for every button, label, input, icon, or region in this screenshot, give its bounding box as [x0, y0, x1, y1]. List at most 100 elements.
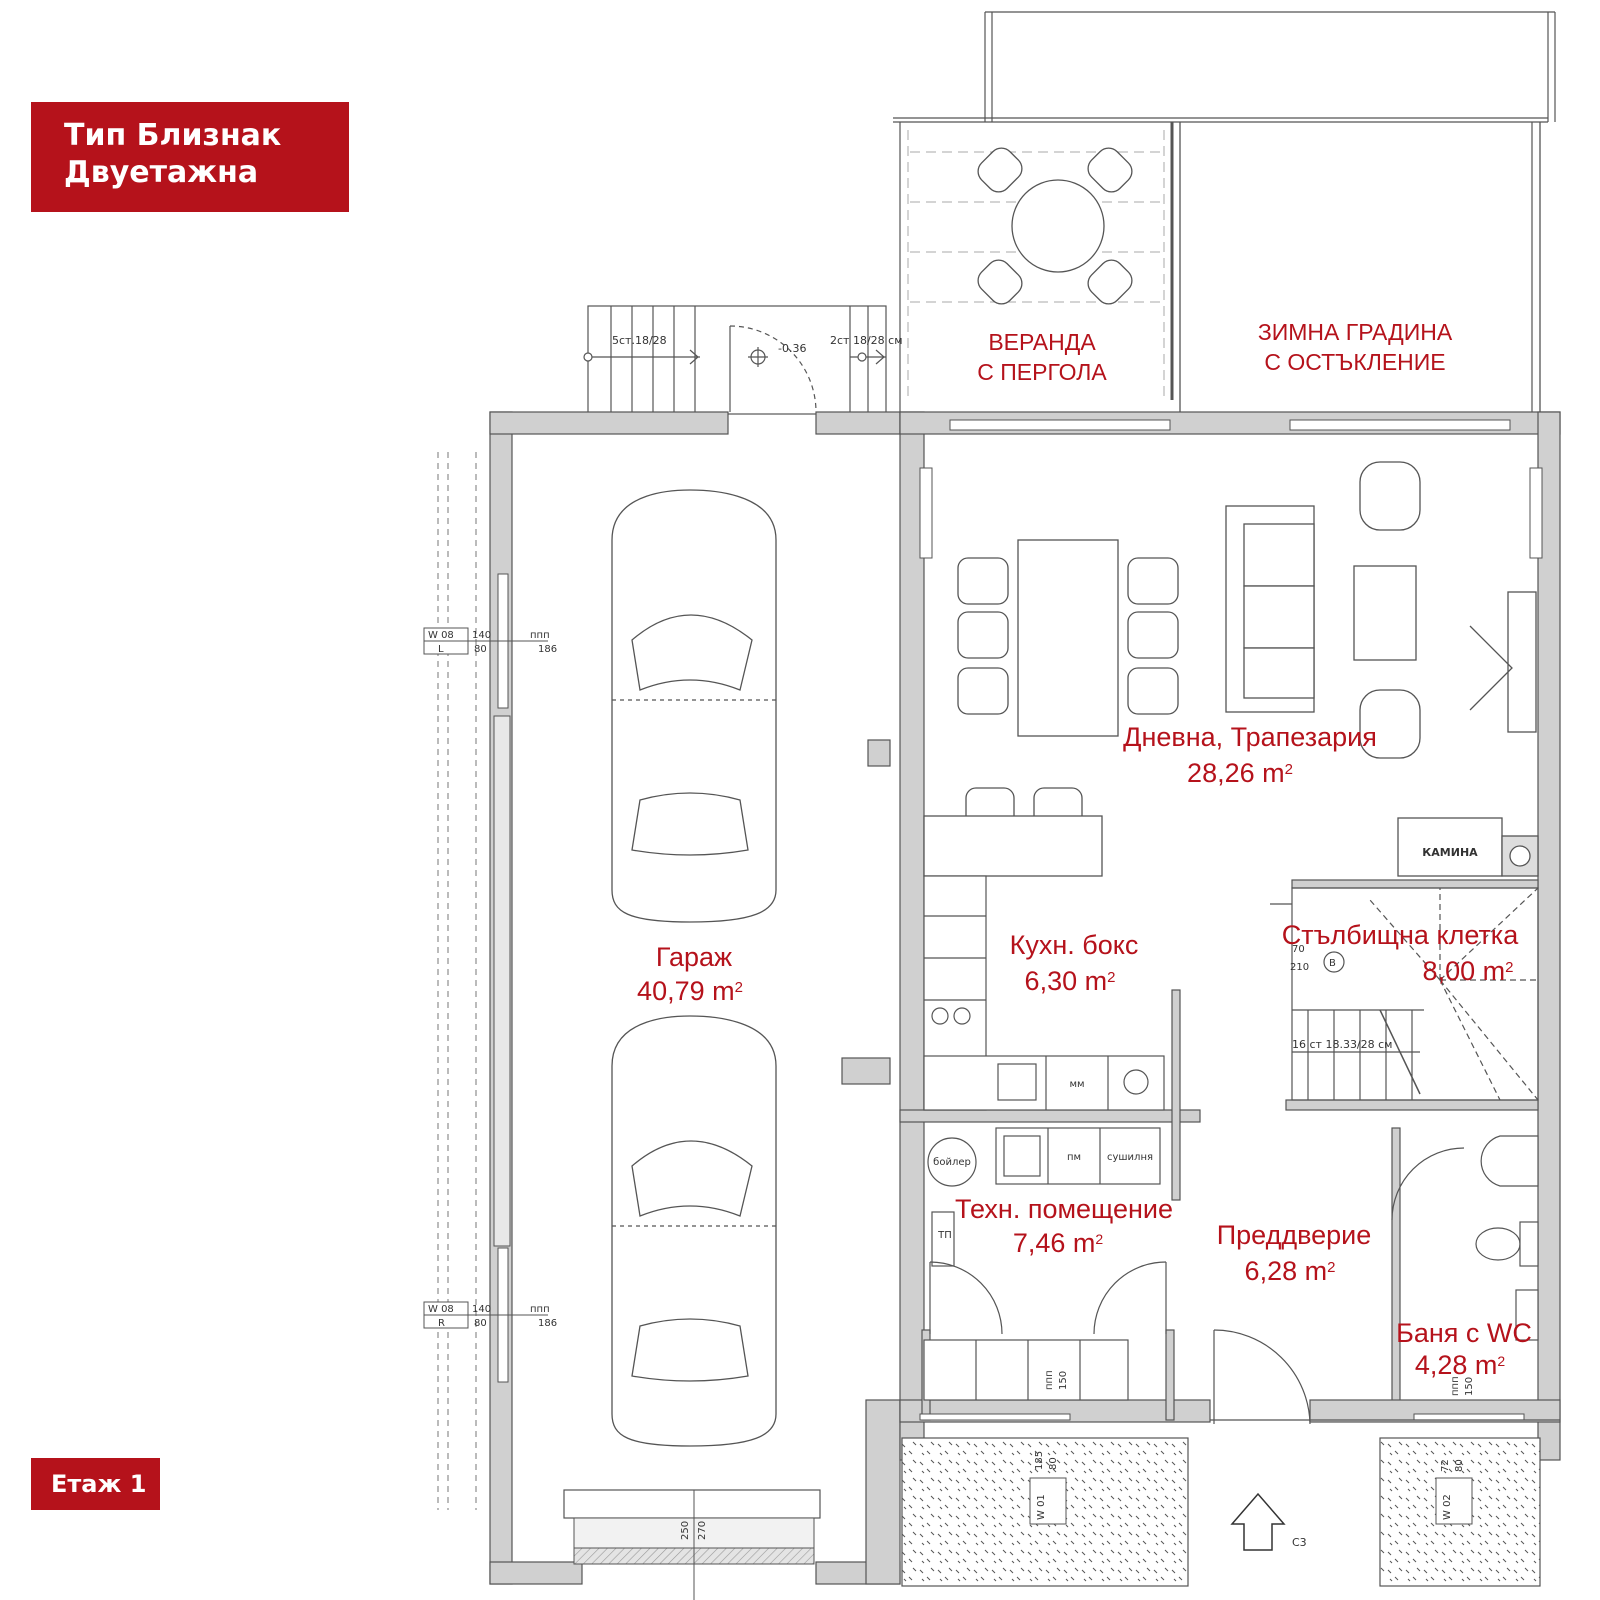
entrance-arrow-icon [1230, 1492, 1286, 1551]
window-upper-dim-80: 80 [474, 644, 487, 655]
dining-table [1017, 539, 1119, 737]
floor-badge: Етаж 1 [31, 1458, 160, 1510]
veranda-chair [1087, 147, 1133, 193]
entrance-mark: С3 [1292, 1536, 1307, 1549]
technical-room-area: 7,46 m2 [1013, 1228, 1104, 1258]
stair-dim-210: 210 [1290, 962, 1309, 973]
technical-units [927, 1127, 1161, 1267]
stair-dim-70: 70 [1292, 944, 1305, 955]
window-lower-side: R [438, 1318, 445, 1329]
entry-window-ppp: ппп [1044, 1370, 1055, 1390]
garage-door-dim-270: 270 [697, 1521, 708, 1540]
house-left-wall [899, 411, 925, 1461]
window-lower-dim-186: 186 [538, 1318, 557, 1329]
staircase-name: Стълбищна клетка [1282, 920, 1519, 950]
garage-door-dim-250: 250 [680, 1521, 691, 1540]
doors [929, 1147, 1465, 1425]
winter-garden-label-line1: ЗИМНА ГРАДИНА [1258, 319, 1453, 345]
kitchen-units [923, 875, 1165, 1111]
garage-name: Гараж [656, 942, 732, 972]
staircase-area: 8,00 m2 [1423, 956, 1514, 986]
window-upper-ppp: ппп [530, 630, 550, 641]
outer-stairs [583, 305, 887, 415]
staircase [1270, 887, 1539, 1101]
bath-window-code: W 02 [1442, 1494, 1453, 1520]
hall-name: Преддверие [1217, 1220, 1372, 1250]
winter-garden [1179, 122, 1541, 412]
plan-title-line1: Тип Близнак [64, 118, 282, 153]
dining-chair [1127, 611, 1179, 659]
veranda-chair [977, 147, 1023, 193]
entry-window-dim-150: 150 [1058, 1371, 1069, 1390]
window-lower-dim-80: 80 [474, 1318, 487, 1329]
outer-steps-right-label: 2ст 18/28 см [830, 334, 903, 347]
fireplace [1397, 817, 1539, 877]
kitchen-name: Кухн. бокс [1010, 930, 1139, 960]
house-right-wall [1537, 411, 1561, 1461]
veranda-area [899, 122, 1533, 420]
living-room-name: Дневна, Трапезария [1123, 722, 1377, 752]
bath-window-dim-72: 72 [1440, 1459, 1451, 1472]
window-upper-dim-140: 140 [472, 630, 491, 641]
garage-area: 40,79 m2 [637, 976, 743, 1006]
entry-window-code: W 01 [1036, 1494, 1047, 1520]
window-lower-dim-140: 140 [472, 1304, 491, 1315]
lounge-set [1225, 461, 1537, 759]
bath-window-tag [1435, 1477, 1473, 1525]
window-upper-dim-186: 186 [538, 644, 557, 655]
dryer-label: сушилня [1107, 1152, 1153, 1163]
dishwasher-label: мм [1069, 1079, 1084, 1090]
tp-label: ТП [937, 1230, 952, 1241]
fireplace-label: КАМИНА [1422, 846, 1478, 859]
bathroom-area: 4,28 m2 [1415, 1350, 1506, 1380]
veranda-label-line2: С ПЕРГОЛА [977, 359, 1107, 385]
hall-area: 6,28 m2 [1245, 1256, 1336, 1286]
stair-b03-label: B [1329, 958, 1336, 969]
bathroom-name: Баня с WC [1396, 1318, 1532, 1348]
bathroom-fixtures [1475, 1135, 1539, 1341]
terrace-outline [893, 11, 1556, 123]
dining-chair [1127, 557, 1179, 605]
armchair [1359, 689, 1421, 759]
dining-set [923, 539, 1179, 877]
left-dimension-lines [437, 452, 477, 1510]
dining-chair [957, 611, 1009, 659]
veranda-chair [1087, 259, 1133, 305]
bath-window-ppp: ппп [1450, 1376, 1461, 1396]
plan-title-badge: Тип Близнак Двуетажна [31, 102, 349, 212]
veranda-chair [977, 259, 1023, 305]
bath-window-dim-150: 150 [1464, 1377, 1475, 1396]
kitchen-area: 6,30 m2 [1025, 966, 1116, 996]
outer-steps-left-label: 5ст.18/28 [612, 334, 667, 347]
veranda-label-line1: ВЕРАНДА [988, 329, 1096, 355]
stair-steps-label: 16 ст 18.33/28 см [1292, 1038, 1392, 1051]
winter-garden-label-line2: С ОСТЪКЛЕНИЕ [1264, 349, 1445, 375]
level-mark: -0.36 [778, 342, 806, 355]
window-tag-upper [423, 627, 548, 655]
coffee-table [1353, 565, 1417, 661]
bath-window-dim-80: 80 [1454, 1459, 1465, 1472]
car-bottom [611, 1015, 777, 1447]
dining-chair [957, 557, 1009, 605]
plan-title-line2: Двуетажна [64, 154, 259, 190]
entry-window-dim-185: 185 [1034, 1451, 1045, 1470]
armchair [1359, 461, 1421, 531]
garage-door [563, 1489, 821, 1600]
washer-label: пм [1067, 1152, 1081, 1163]
technical-room-name: Техн. помещение [955, 1194, 1173, 1224]
car-top [611, 489, 777, 923]
window-lower-ppp: ппп [530, 1304, 550, 1315]
entry-bench [923, 1339, 1129, 1401]
window-upper-code: W 08 [428, 630, 454, 641]
dining-chair [957, 667, 1009, 715]
tv-unit [1507, 591, 1537, 733]
living-room-area: 28,26 m2 [1187, 758, 1293, 788]
entry-window-dim-80: 80 [1048, 1457, 1059, 1470]
window-lower-code: W 08 [428, 1304, 454, 1315]
kitchen-island [923, 815, 1103, 877]
boiler-label: бойлер [933, 1157, 971, 1168]
window-tag-lower [423, 1301, 548, 1329]
window-upper-side: L [438, 644, 444, 655]
dining-chair [1127, 667, 1179, 715]
